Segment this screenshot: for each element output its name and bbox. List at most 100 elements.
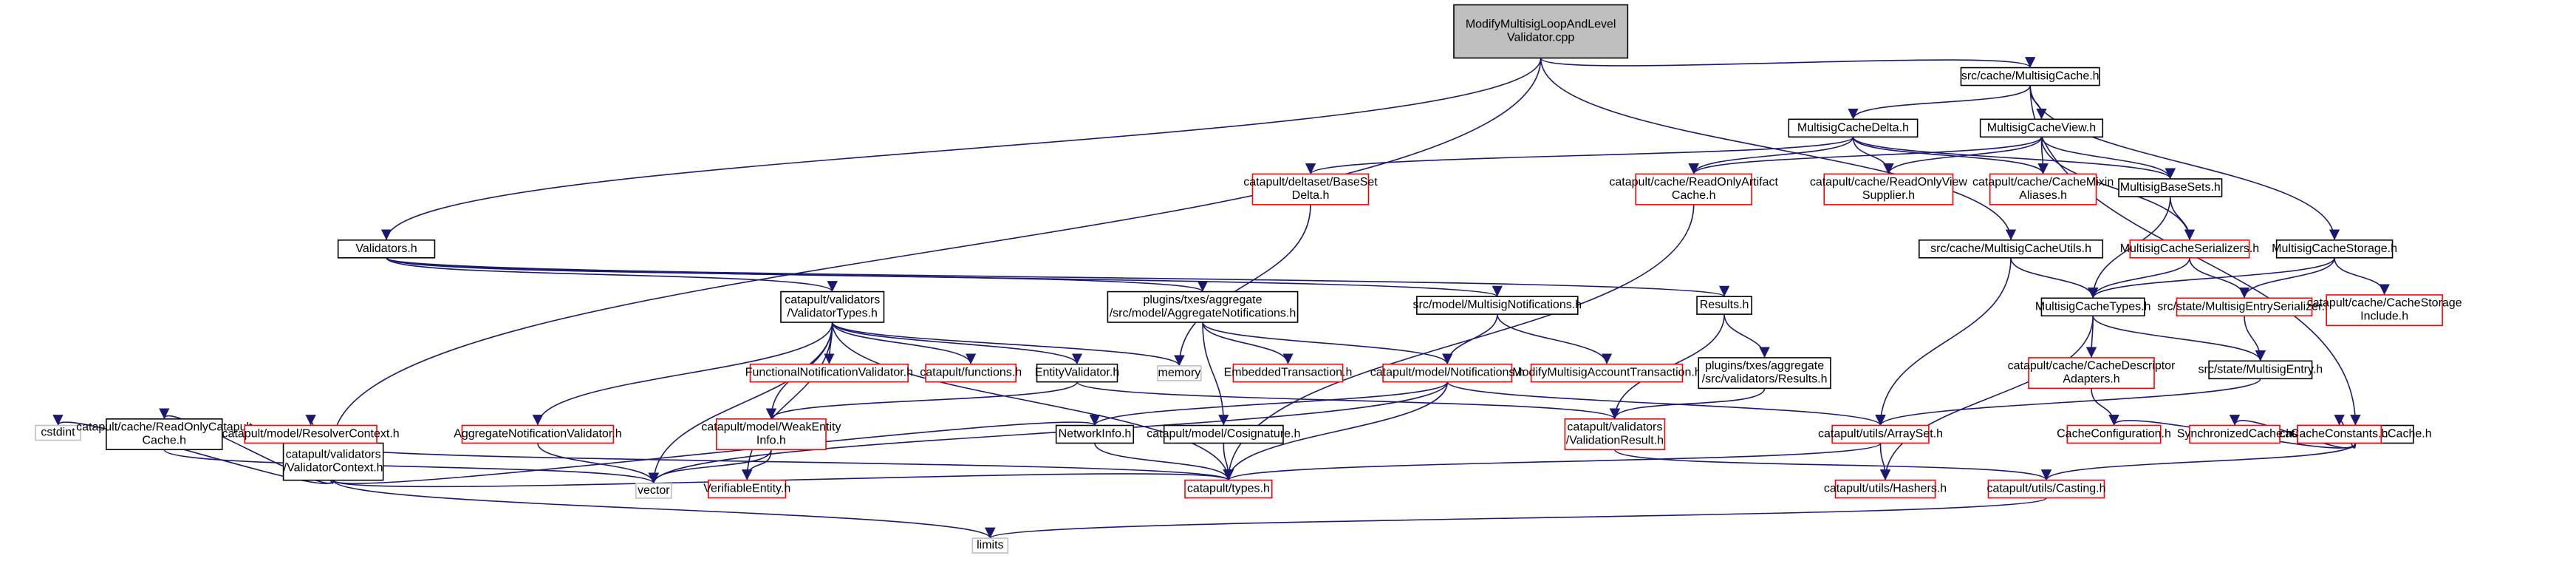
node-cmcos[interactable]: catapult/model/Cosignature.h [1147, 424, 1300, 444]
node-vctx-label-1: /ValidatorContext.h [284, 462, 383, 475]
node-cdsa-label-0: catapult/cache/CacheDescriptor [2008, 360, 2176, 373]
node-mmat[interactable]: ModifyMultisigAccountTransaction.h [1512, 363, 1701, 383]
node-roac-label-1: Cache.h [1672, 189, 1716, 202]
node-mct-label-0: MultisigCacheTypes.h [2035, 300, 2151, 313]
node-ccsi-label-0: catapult/cache/CacheStorage [2307, 297, 2462, 310]
edge-cmwei-to-ve [742, 449, 772, 480]
node-ve[interactable]: VerifiableEntity.h [703, 479, 790, 499]
node-cuc[interactable]: catapult/utils/Casting.h [1986, 479, 2105, 499]
node-cfunc[interactable]: catapult/functions.h [920, 363, 1022, 383]
node-cvr[interactable]: catapult/validators/ValidationResult.h [1564, 418, 1666, 451]
node-cmwei-label-0: catapult/model/WeakEntity [701, 421, 841, 433]
node-cc[interactable]: CacheConfiguration.h [2057, 424, 2171, 444]
node-memory: memory [1157, 365, 1202, 381]
edge-mcv-to-mbs [2040, 137, 2176, 180]
node-mcv[interactable]: MultisigCacheView.h [1979, 118, 2104, 138]
node-et-box [1232, 363, 1344, 383]
node-mcv-box [1979, 118, 2104, 138]
node-sme[interactable]: src/state/MultisigEntry.h [2199, 360, 2323, 380]
node-et[interactable]: EmbeddedTransaction.h [1224, 363, 1353, 383]
node-ccsi-label-1: Include.h [2360, 310, 2408, 323]
node-fnv[interactable]: FunctionalNotificationValidator.h [745, 363, 913, 383]
node-ctypes-label-0: catapult/types.h [1187, 483, 1270, 495]
node-cmcos-box [1163, 424, 1284, 444]
node-mcs[interactable]: MultisigCacheStorage.h [2272, 239, 2397, 259]
node-mbs-box [2118, 178, 2223, 197]
node-mcd-label-0: MultisigCacheDelta.h [1797, 121, 1909, 134]
node-cuh-box [1834, 479, 1936, 499]
node-ev[interactable]: EntityValidator.h [1035, 363, 1119, 383]
node-pavr[interactable]: plugins/txes/aggregate/src/validators/Re… [1698, 357, 1831, 390]
node-ctypes[interactable]: catapult/types.h [1184, 479, 1273, 499]
edge-vctx-to-limits [332, 480, 996, 539]
node-pan[interactable]: plugins/txes/aggregate/src/model/Aggrega… [1107, 291, 1299, 323]
node-mcv-label-0: MultisigCacheView.h [1987, 121, 2096, 134]
node-cuh[interactable]: catapult/utils/Hashers.h [1824, 479, 1947, 499]
node-validators[interactable]: Validators.h [337, 239, 436, 259]
node-basesetdelta-label-1: Delta.h [1292, 189, 1330, 202]
node-msers-label-0: MultisigCacheSerializers.h [2120, 242, 2260, 255]
node-results[interactable]: Results.h [1696, 296, 1752, 315]
node-ni[interactable]: NetworkInfo.h [1055, 424, 1135, 444]
edge-mcd-to-mbs [1852, 136, 2176, 180]
edge-cmn-to-ni [1090, 381, 1449, 426]
node-vctx[interactable]: catapult/validators/ValidatorContext.h [282, 442, 384, 481]
node-pan-label-1: /src/model/AggregateNotifications.h [1110, 307, 1296, 319]
node-pan-box [1107, 291, 1299, 323]
node-cmn[interactable]: catapult/model/Notifications.h [1370, 363, 1525, 383]
node-crocc-box [106, 418, 223, 451]
node-mct[interactable]: MultisigCacheTypes.h [2035, 297, 2151, 317]
node-cc-box [2066, 424, 2162, 444]
edge-ev-to-cmwei [765, 381, 1078, 420]
node-root-label-0: ModifyMultisigLoopAndLevel [1466, 18, 1616, 30]
node-mc[interactable]: src/cache/MultisigCache.h [1960, 67, 2100, 86]
node-msers[interactable]: MultisigCacheSerializers.h [2120, 239, 2260, 259]
node-validators-box [337, 239, 436, 259]
node-anv[interactable]: AggregateNotificationValidator.h [454, 424, 622, 444]
node-cconst[interactable]: CacheConstants.h [2291, 424, 2388, 444]
node-vector-label-0: vector [638, 484, 670, 497]
node-mes[interactable]: src/state/MultisigEntrySerializer.h [2157, 297, 2331, 317]
node-smn[interactable]: src/model/MultisigNotifications.h [1413, 296, 1582, 315]
edge-vtypes-to-ctypes [831, 322, 1234, 480]
node-ev-label-0: EntityValidator.h [1035, 367, 1119, 379]
node-smn-label-0: src/model/MultisigNotifications.h [1413, 299, 1582, 311]
node-anv-box [461, 424, 615, 444]
node-cuas[interactable]: catapult/utils/ArraySet.h [1818, 424, 1943, 444]
node-cconst-label-0: CacheConstants.h [2291, 427, 2388, 440]
node-mmat-label-0: ModifyMultisigAccountTransaction.h [1512, 367, 1701, 379]
node-mc-box [1960, 67, 2100, 86]
edge-root-to-validators [381, 58, 1542, 240]
node-cma-label-0: catapult/cache/CacheMixin [1972, 176, 2114, 188]
node-mcd[interactable]: MultisigCacheDelta.h [1788, 118, 1919, 138]
node-pavr-label-0: plugins/txes/aggregate [1705, 360, 1824, 373]
node-sc[interactable]: SynchronizedCache.h [2177, 424, 2293, 444]
node-smn-box [1416, 296, 1579, 315]
edge-mcs-to-mes [2238, 257, 2335, 299]
node-root-box [1453, 4, 1629, 59]
edge-cuas-to-ctypes [1223, 442, 1882, 481]
node-vctx-box [282, 442, 384, 481]
node-ni-box [1055, 424, 1135, 444]
node-vtypes[interactable]: catapult/validators/ValidatorTypes.h [780, 291, 885, 323]
node-mbs[interactable]: MultisigBaseSets.h [2118, 178, 2223, 197]
node-mcd-box [1788, 118, 1919, 138]
edge-mcs-to-ccsi [2334, 257, 2390, 296]
node-mcu[interactable]: src/cache/MultisigCacheUtils.h [1919, 239, 2104, 259]
node-msers-box [2129, 239, 2250, 259]
edge-crocc-to-vector [163, 449, 659, 484]
edge-pan-to-et [1202, 322, 1294, 364]
edge-mcv-to-roac [1688, 136, 2043, 174]
node-mes-label-0: src/state/MultisigEntrySerializer.h [2157, 300, 2331, 313]
node-cmrc[interactable]: catapult/model/ResolverContext.h [222, 424, 400, 444]
